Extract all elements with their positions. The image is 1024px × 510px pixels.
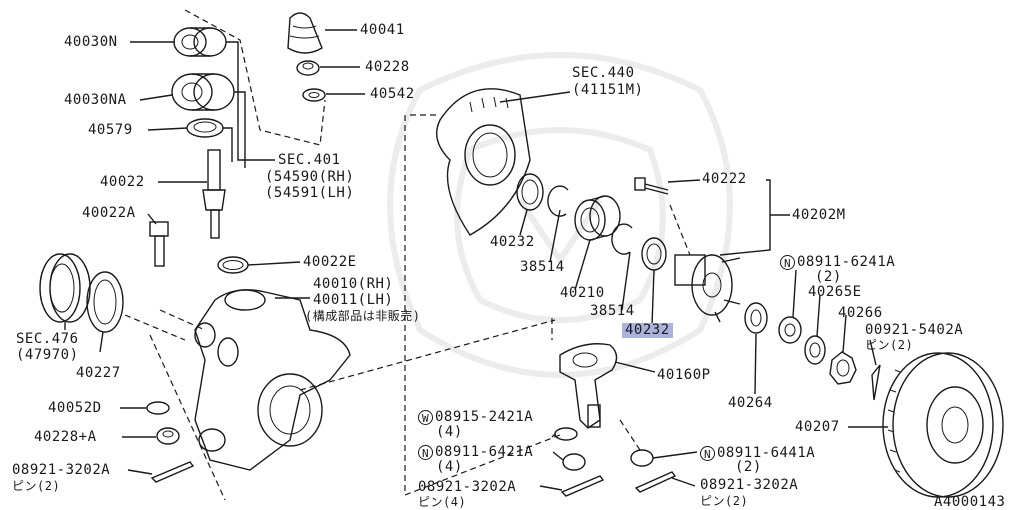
bearing-40030NA bbox=[171, 73, 235, 111]
ball-joint-40160P bbox=[559, 343, 618, 429]
snap-ring-38514-b bbox=[611, 223, 633, 255]
washer-08915-2421A bbox=[554, 427, 578, 441]
label-40160P: 40160P bbox=[657, 367, 711, 383]
hub-40202M bbox=[674, 254, 741, 323]
label-40232-b-highlighted[interactable]: 40232 bbox=[622, 323, 673, 338]
nut-08911-6441A bbox=[630, 449, 654, 467]
seal-40227 bbox=[86, 271, 124, 333]
label-40207: 40207 bbox=[795, 419, 840, 435]
dust-cover-sec440 bbox=[436, 88, 531, 236]
label-sec440-sub: (41151M) bbox=[572, 82, 644, 98]
cotter-pin-right2 bbox=[634, 471, 677, 493]
label-40022E: 40022E bbox=[303, 254, 357, 270]
label-40052D: 40052D bbox=[48, 400, 102, 416]
label-40030NA: 40030NA bbox=[64, 92, 127, 108]
label-sec401: SEC.401 bbox=[278, 152, 341, 168]
label-qty-6441A: (2) bbox=[735, 459, 762, 475]
washer-40264 bbox=[744, 302, 768, 334]
label-40227: 40227 bbox=[76, 365, 121, 381]
w-symbol: W bbox=[418, 410, 433, 425]
label-sec476: SEC.476 bbox=[16, 331, 79, 347]
knuckle-40010 bbox=[194, 289, 351, 471]
label-40232-a: 40232 bbox=[490, 234, 535, 250]
cotter-pin-mid bbox=[560, 475, 605, 497]
label-40022A: 40022A bbox=[82, 205, 136, 221]
label-40228A: 40228+A bbox=[34, 429, 97, 445]
label-40010: 40010(RH) bbox=[313, 276, 394, 292]
cotter-pin-left bbox=[150, 461, 195, 483]
label-sec401-lh: (54591(LH) bbox=[265, 185, 355, 201]
label-40264: 40264 bbox=[728, 395, 773, 411]
label-08921-3202A-left: 08921-3202A bbox=[12, 462, 111, 478]
ring-40022E bbox=[217, 256, 249, 274]
label-40011: 40011(LH) bbox=[313, 292, 394, 308]
label-00921-5402A: 00921-5402A bbox=[865, 322, 964, 338]
label-40030N: 40030N bbox=[64, 34, 118, 50]
snap-ring-38514-a bbox=[547, 185, 569, 217]
label-pin4-mid: ピン(4) bbox=[418, 495, 467, 509]
label-pin2-left: ピン(2) bbox=[12, 479, 61, 493]
nut-08911-6421A bbox=[562, 453, 586, 471]
bearing-40030N bbox=[173, 27, 227, 57]
washer-40052D bbox=[146, 401, 170, 415]
label-pin2-right2: ピン(2) bbox=[700, 494, 749, 508]
label-40041: 40041 bbox=[360, 22, 405, 38]
cotter-pin-right bbox=[871, 364, 881, 401]
bolt-40022A bbox=[149, 221, 169, 267]
nut-08911-6241A bbox=[778, 316, 802, 344]
label-40266: 40266 bbox=[838, 305, 883, 321]
nut-40228A bbox=[156, 427, 180, 445]
n-symbol: N bbox=[780, 255, 795, 270]
label-38514-a: 38514 bbox=[520, 259, 565, 275]
label-40228-top: 40228 bbox=[365, 59, 410, 75]
label-08921-3202A-mid: 08921-3202A bbox=[418, 479, 517, 495]
rotor-40207 bbox=[882, 352, 1004, 498]
label-40202M: 40202M bbox=[792, 207, 846, 223]
label-08921-3202A-right: 08921-3202A bbox=[700, 477, 799, 493]
n-symbol: N bbox=[418, 445, 433, 460]
label-qty-6421A: (4) bbox=[436, 459, 463, 475]
label-reference-code: A4000143 bbox=[934, 494, 1006, 510]
label-40579: 40579 bbox=[88, 122, 133, 138]
label-sec440: SEC.440 bbox=[572, 65, 635, 81]
label-40222: 40222 bbox=[702, 171, 747, 187]
label-38514-b: 38514 bbox=[590, 303, 635, 319]
label-40210: 40210 bbox=[560, 285, 605, 301]
cap-40266 bbox=[829, 351, 857, 385]
dashed-boundaries bbox=[124, 9, 691, 501]
boot-40041 bbox=[287, 12, 323, 54]
label-40265E: 40265E bbox=[808, 284, 862, 300]
seal-40579 bbox=[186, 118, 224, 138]
label-not-sold: (構成部品は非販売) bbox=[305, 309, 421, 323]
label-sec401-rh: (54590(RH) bbox=[265, 169, 355, 185]
washer-40265E bbox=[804, 335, 826, 365]
label-qty-2421A: (4) bbox=[436, 424, 463, 440]
seal-sec476 bbox=[39, 253, 91, 323]
seal-40232-a bbox=[516, 173, 544, 211]
label-40022: 40022 bbox=[100, 174, 145, 190]
washer-40542 bbox=[302, 88, 326, 102]
leader-lines bbox=[64, 29, 888, 491]
label-40542: 40542 bbox=[370, 86, 415, 102]
watermark-logo bbox=[387, 52, 733, 378]
nut-40228 bbox=[296, 60, 320, 76]
n-symbol: N bbox=[700, 446, 715, 461]
bolt-40222 bbox=[634, 177, 669, 195]
stud-40022 bbox=[202, 149, 226, 239]
label-qty-6241A: (2) bbox=[815, 269, 842, 285]
label-pin2-right: ピン(2) bbox=[865, 338, 914, 352]
label-sec476-sub: (47970) bbox=[16, 347, 79, 363]
